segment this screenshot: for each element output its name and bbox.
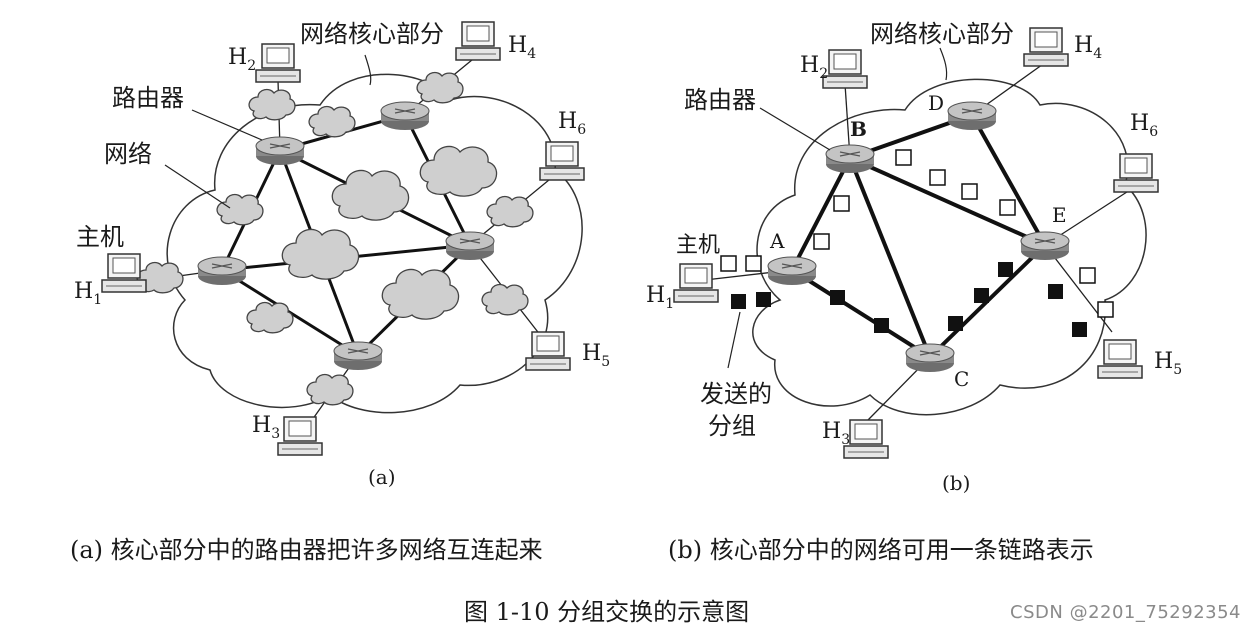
sent-packet-label-line1: 发送的 bbox=[700, 380, 772, 408]
packet-hollow bbox=[895, 149, 912, 166]
sent-packet-label-line2: 分组 bbox=[708, 412, 756, 440]
network-cloud bbox=[248, 88, 296, 121]
h1-label: H1 bbox=[646, 283, 674, 312]
panel-b-label: (b) bbox=[942, 471, 970, 495]
host-h4-icon bbox=[455, 21, 501, 61]
h2-label: H2 bbox=[228, 45, 256, 74]
packet-hollow bbox=[999, 199, 1016, 216]
packets-filled bbox=[731, 262, 1087, 337]
network-label: 网络 bbox=[104, 140, 152, 168]
packet-filled bbox=[1072, 322, 1087, 337]
panel-a: 网络核心部分 路由器 网络 主机 H2 H4 H6 H1 H5 H3 (a) bbox=[74, 20, 610, 489]
router-icon bbox=[380, 101, 430, 131]
router-b-icon bbox=[825, 144, 875, 174]
packet-filled bbox=[974, 288, 989, 303]
h6-label: H6 bbox=[558, 109, 586, 138]
packet-hollow bbox=[1079, 267, 1096, 284]
host-h2-icon bbox=[255, 43, 301, 83]
router-e-icon bbox=[1020, 231, 1070, 261]
packet-filled bbox=[998, 262, 1013, 277]
node-e-label: E bbox=[1052, 203, 1067, 227]
h4-label: H4 bbox=[1074, 33, 1102, 62]
packet-hollow bbox=[813, 233, 830, 250]
host-h5-icon bbox=[1097, 339, 1143, 379]
host-label: 主机 bbox=[76, 223, 124, 251]
packet-filled bbox=[830, 290, 845, 305]
packet-hollow bbox=[1097, 301, 1114, 318]
packet-hollow bbox=[961, 183, 978, 200]
node-d-label: D bbox=[928, 91, 944, 115]
packet-hollow bbox=[929, 169, 946, 186]
router-icon bbox=[333, 341, 383, 371]
h5-label: H5 bbox=[582, 341, 610, 370]
router-a-icon bbox=[767, 256, 817, 286]
h2-label: H2 bbox=[800, 53, 828, 82]
h5-label: H5 bbox=[1154, 349, 1182, 378]
packet-filled bbox=[731, 294, 746, 309]
packet-filled bbox=[874, 318, 889, 333]
node-c-label: C bbox=[954, 367, 969, 391]
core-label: 网络核心部分 bbox=[300, 20, 444, 48]
host-h6-icon bbox=[1113, 153, 1159, 193]
router-icon bbox=[197, 256, 247, 286]
node-a-label: A bbox=[769, 229, 785, 253]
packet-filled bbox=[948, 316, 963, 331]
host-h3-icon bbox=[277, 416, 323, 456]
router-d-icon bbox=[947, 101, 997, 131]
panel-b: 网络核心部分 路由器 主机 发送的 分组 B D A E C H2 H4 H6 … bbox=[646, 20, 1182, 495]
packet-hollow bbox=[720, 255, 737, 272]
packet-hollow bbox=[745, 255, 762, 272]
h3-label: H3 bbox=[822, 419, 850, 448]
caption-b: (b) 核心部分中的网络可用一条链路表示 bbox=[668, 536, 1094, 564]
packet-hollow bbox=[833, 195, 850, 212]
router-icon bbox=[255, 136, 305, 166]
h6-label: H6 bbox=[1130, 111, 1158, 140]
host-h5-icon bbox=[525, 331, 571, 371]
host-h4-icon bbox=[1023, 27, 1069, 67]
router-label: 路由器 bbox=[684, 86, 756, 114]
packets-hollow bbox=[720, 149, 1114, 318]
host-h6-icon bbox=[539, 141, 585, 181]
router-icon bbox=[445, 231, 495, 261]
caption-a: (a) 核心部分中的路由器把许多网络互连起来 bbox=[70, 536, 543, 564]
panel-a-label: (a) bbox=[368, 465, 396, 489]
watermark: CSDN @2201_75292354 bbox=[1010, 602, 1241, 623]
packet-filled bbox=[756, 292, 771, 307]
figure-title: 图 1-10 分组交换的示意图 bbox=[464, 598, 750, 626]
packet-filled bbox=[1048, 284, 1063, 299]
router-c-icon bbox=[905, 343, 955, 373]
host-h3-icon bbox=[843, 419, 889, 459]
h3-label: H3 bbox=[252, 413, 280, 442]
host-label: 主机 bbox=[676, 233, 720, 258]
node-b-label: B bbox=[850, 117, 867, 141]
h1-label: H1 bbox=[74, 279, 102, 308]
host-h1-icon bbox=[101, 253, 147, 293]
host-h2-icon bbox=[822, 49, 868, 89]
core-label: 网络核心部分 bbox=[870, 20, 1014, 48]
host-h1-icon bbox=[673, 263, 719, 303]
router-label: 路由器 bbox=[112, 84, 184, 112]
h4-label: H4 bbox=[508, 33, 536, 62]
network-cloud bbox=[416, 71, 464, 104]
